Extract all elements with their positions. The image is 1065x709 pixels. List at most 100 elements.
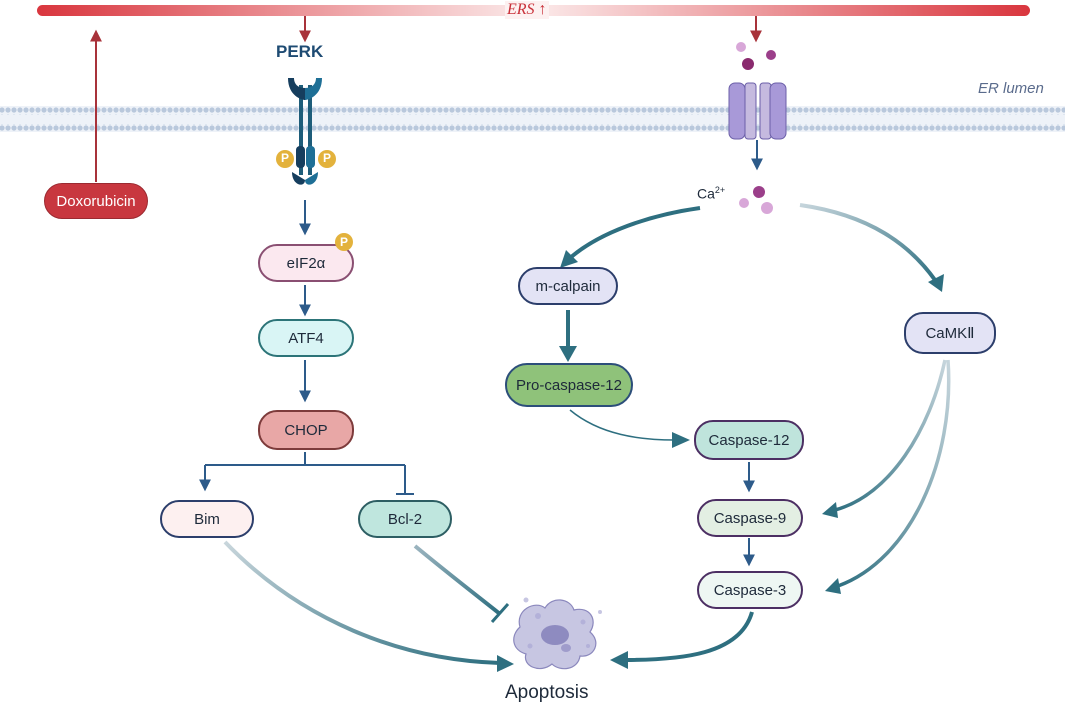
lipid-head bbox=[65, 107, 71, 113]
lipid-head bbox=[863, 125, 869, 131]
lipid-head bbox=[329, 125, 335, 131]
lipid-head bbox=[965, 125, 971, 131]
lipid-head bbox=[845, 107, 851, 113]
lipid-head bbox=[53, 107, 59, 113]
lipid-head bbox=[515, 125, 521, 131]
lipid-head bbox=[695, 107, 701, 113]
lipid-head bbox=[893, 125, 899, 131]
lipid-head bbox=[341, 125, 347, 131]
lipid-head bbox=[353, 107, 359, 113]
lipid-head bbox=[41, 125, 47, 131]
lipid-head bbox=[383, 125, 389, 131]
lipid-head bbox=[1031, 107, 1037, 113]
lipid-head bbox=[839, 125, 845, 131]
lipid-head bbox=[155, 125, 161, 131]
lipid-head bbox=[833, 125, 839, 131]
lipid-head bbox=[785, 125, 791, 131]
lipid-head bbox=[317, 125, 323, 131]
lipid-head bbox=[329, 107, 335, 113]
lipid-head bbox=[905, 107, 911, 113]
lipid-head bbox=[599, 107, 605, 113]
lipid-head bbox=[311, 107, 317, 113]
lipid-head bbox=[857, 107, 863, 113]
lipid-head bbox=[1019, 107, 1025, 113]
lipid-head bbox=[605, 107, 611, 113]
lipid-head bbox=[83, 125, 89, 131]
lipid-head bbox=[461, 107, 467, 113]
lipid-head bbox=[407, 125, 413, 131]
lipid-head bbox=[857, 125, 863, 131]
lipid-head bbox=[377, 107, 383, 113]
lipid-head bbox=[107, 107, 113, 113]
lipid-head bbox=[77, 125, 83, 131]
lipid-head bbox=[263, 107, 269, 113]
lipid-head bbox=[5, 107, 11, 113]
lipid-head bbox=[71, 125, 77, 131]
lipid-head bbox=[1001, 107, 1007, 113]
lipid-head bbox=[449, 107, 455, 113]
lipid-head bbox=[809, 107, 815, 113]
lipid-head bbox=[1049, 107, 1055, 113]
lipid-head bbox=[47, 107, 53, 113]
lipid-head bbox=[137, 125, 143, 131]
lipid-head bbox=[113, 125, 119, 131]
procasp12-to-casp12-arrow bbox=[569, 409, 676, 441]
lipid-head bbox=[593, 107, 599, 113]
lipid-head bbox=[791, 107, 797, 113]
perk-receptor-icon bbox=[288, 78, 322, 185]
lipid-head bbox=[995, 125, 1001, 131]
lipid-head bbox=[683, 107, 689, 113]
lipid-head bbox=[167, 125, 173, 131]
lipid-head bbox=[509, 107, 515, 113]
lipid-head bbox=[899, 125, 905, 131]
lipid-head bbox=[443, 125, 449, 131]
lipid-head bbox=[197, 107, 203, 113]
lipid-head bbox=[359, 107, 365, 113]
lipid-head bbox=[131, 107, 137, 113]
lipid-head bbox=[713, 125, 719, 131]
lipid-head bbox=[293, 107, 299, 113]
lipid-head bbox=[653, 107, 659, 113]
lipid-head bbox=[935, 107, 941, 113]
lipid-head bbox=[257, 125, 263, 131]
lipid-head bbox=[977, 125, 983, 131]
caspase9-node: Caspase-9 bbox=[697, 499, 803, 537]
lipid-head bbox=[1043, 107, 1049, 113]
lipid-head bbox=[797, 125, 803, 131]
lipid-head bbox=[365, 107, 371, 113]
lipid-head bbox=[197, 125, 203, 131]
lipid-head bbox=[641, 107, 647, 113]
chop-branch-connector bbox=[199, 452, 414, 495]
lipid-head bbox=[233, 107, 239, 113]
calcium-ions-lumen bbox=[736, 42, 776, 70]
lipid-head bbox=[323, 107, 329, 113]
lipid-head bbox=[179, 125, 185, 131]
lipid-head bbox=[689, 107, 695, 113]
lipid-head bbox=[23, 125, 29, 131]
lipid-head bbox=[239, 125, 245, 131]
lipid-head bbox=[41, 107, 47, 113]
lipid-head bbox=[665, 107, 671, 113]
lipid-head bbox=[869, 125, 875, 131]
lipid-head bbox=[263, 125, 269, 131]
lipid-head bbox=[407, 107, 413, 113]
lipid-head bbox=[617, 125, 623, 131]
lipid-head bbox=[611, 107, 617, 113]
lipid-head bbox=[983, 125, 989, 131]
lipid-head bbox=[503, 125, 509, 131]
lipid-head bbox=[287, 125, 293, 131]
lipid-head bbox=[137, 107, 143, 113]
lipid-head bbox=[185, 107, 191, 113]
lipid-head bbox=[311, 125, 317, 131]
lipid-head bbox=[173, 107, 179, 113]
lipid-head bbox=[497, 107, 503, 113]
lipid-head bbox=[161, 107, 167, 113]
lipid-head bbox=[545, 125, 551, 131]
lipid-head bbox=[527, 125, 533, 131]
lipid-head bbox=[245, 125, 251, 131]
mcalpain-to-procasp12-head bbox=[559, 346, 577, 362]
ca-to-mcalpain-head bbox=[560, 250, 578, 268]
lipid-head bbox=[599, 125, 605, 131]
lipid-head bbox=[791, 125, 797, 131]
lipid-head bbox=[551, 107, 557, 113]
